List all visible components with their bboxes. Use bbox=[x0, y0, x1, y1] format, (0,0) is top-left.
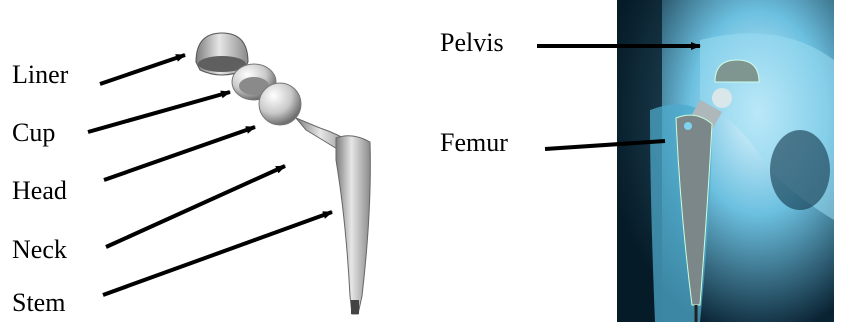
stem-tip bbox=[351, 300, 359, 314]
arrow-cup bbox=[88, 92, 230, 132]
label-pelvis: Pelvis bbox=[440, 30, 504, 56]
label-neck: Neck bbox=[12, 237, 67, 263]
label-cup: Cup bbox=[12, 120, 55, 146]
arrow-neck bbox=[106, 166, 285, 247]
implant-exploded-view bbox=[196, 33, 370, 314]
stem-component bbox=[336, 136, 370, 314]
xray-image bbox=[617, 0, 834, 322]
label-femur: Femur bbox=[440, 130, 508, 156]
label-head: Head bbox=[12, 178, 67, 204]
head-component bbox=[259, 83, 301, 125]
label-liner: Liner bbox=[12, 62, 68, 88]
arrow-head bbox=[104, 127, 255, 180]
arrow-stem bbox=[103, 212, 332, 295]
label-stem: Stem bbox=[12, 290, 65, 316]
arrow-liner bbox=[100, 55, 185, 84]
